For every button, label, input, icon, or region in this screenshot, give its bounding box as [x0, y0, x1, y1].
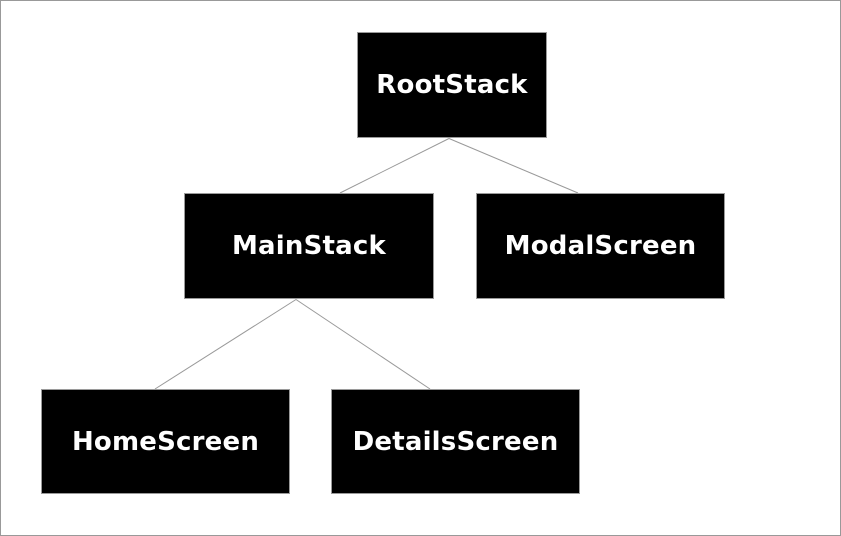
node-rootstack: RootStack — [357, 32, 547, 138]
node-homescreen: HomeScreen — [41, 389, 290, 494]
edge-mainstack-homescreen — [154, 299, 297, 390]
edge-mainstack-detailsscreen — [295, 299, 431, 390]
node-homescreen-label: HomeScreen — [71, 426, 260, 457]
node-detailsscreen: DetailsScreen — [331, 389, 580, 494]
node-modalscreen-label: ModalScreen — [504, 231, 697, 261]
edge-rootstack-mainstack — [339, 138, 450, 194]
edge-rootstack-modalscreen — [448, 138, 579, 194]
node-mainstack: MainStack — [184, 193, 434, 299]
node-detailsscreen-label: DetailsScreen — [352, 426, 559, 457]
node-modalscreen: ModalScreen — [476, 193, 725, 299]
node-mainstack-label: MainStack — [231, 231, 387, 261]
node-rootstack-label: RootStack — [376, 70, 528, 100]
